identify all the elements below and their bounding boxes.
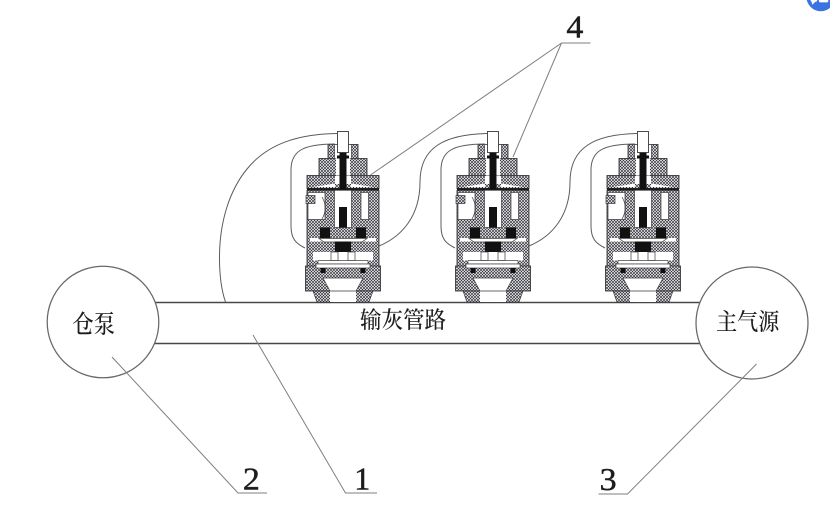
svg-text:4: 4	[566, 9, 583, 45]
svg-text:1: 1	[354, 461, 370, 497]
svg-text:3: 3	[600, 461, 617, 497]
svg-text:2: 2	[243, 461, 260, 497]
